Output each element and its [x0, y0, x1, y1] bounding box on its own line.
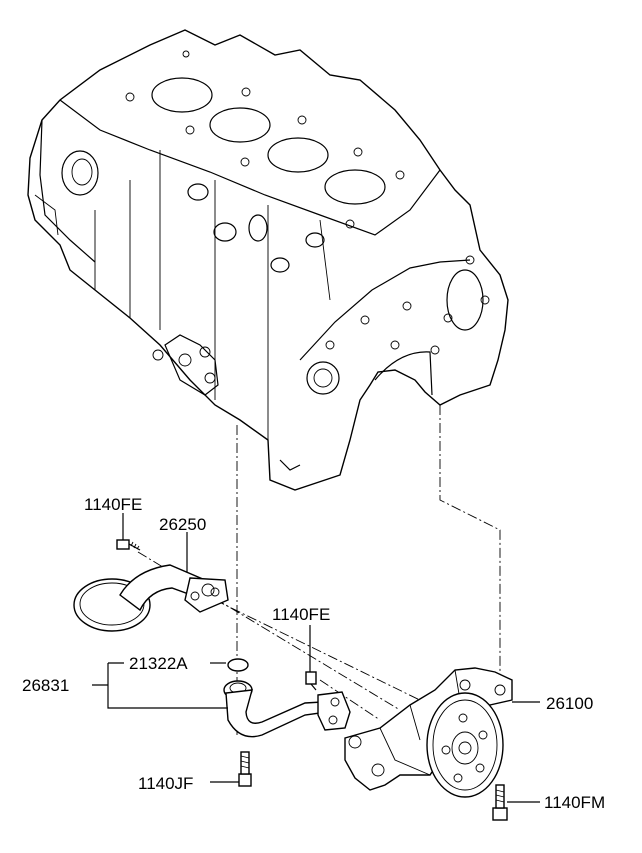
engine-block — [27, 29, 509, 491]
bolt-1140jf — [238, 751, 252, 787]
bolt-1140fe-top — [116, 539, 141, 551]
bolt-1140fm — [492, 784, 508, 821]
strainer-tube-part — [223, 680, 351, 738]
oil-cap-tube-part — [73, 564, 229, 632]
bolt-1140fe-mid — [305, 671, 317, 691]
label-26250: 26250 — [159, 515, 206, 534]
label-1140fm: 1140FM — [544, 793, 605, 812]
label-21322a: 21322A — [129, 654, 188, 673]
o-ring — [227, 658, 249, 672]
oil-pump-part — [344, 667, 513, 798]
label-26831: 26831 — [22, 676, 69, 695]
label-26100: 26100 — [546, 694, 593, 713]
label-1140jf: 1140JF — [138, 774, 193, 793]
label-leaders — [92, 513, 540, 803]
label-1140fe-top: 1140FE — [84, 495, 142, 514]
label-1140fe-mid: 1140FE — [272, 605, 330, 624]
